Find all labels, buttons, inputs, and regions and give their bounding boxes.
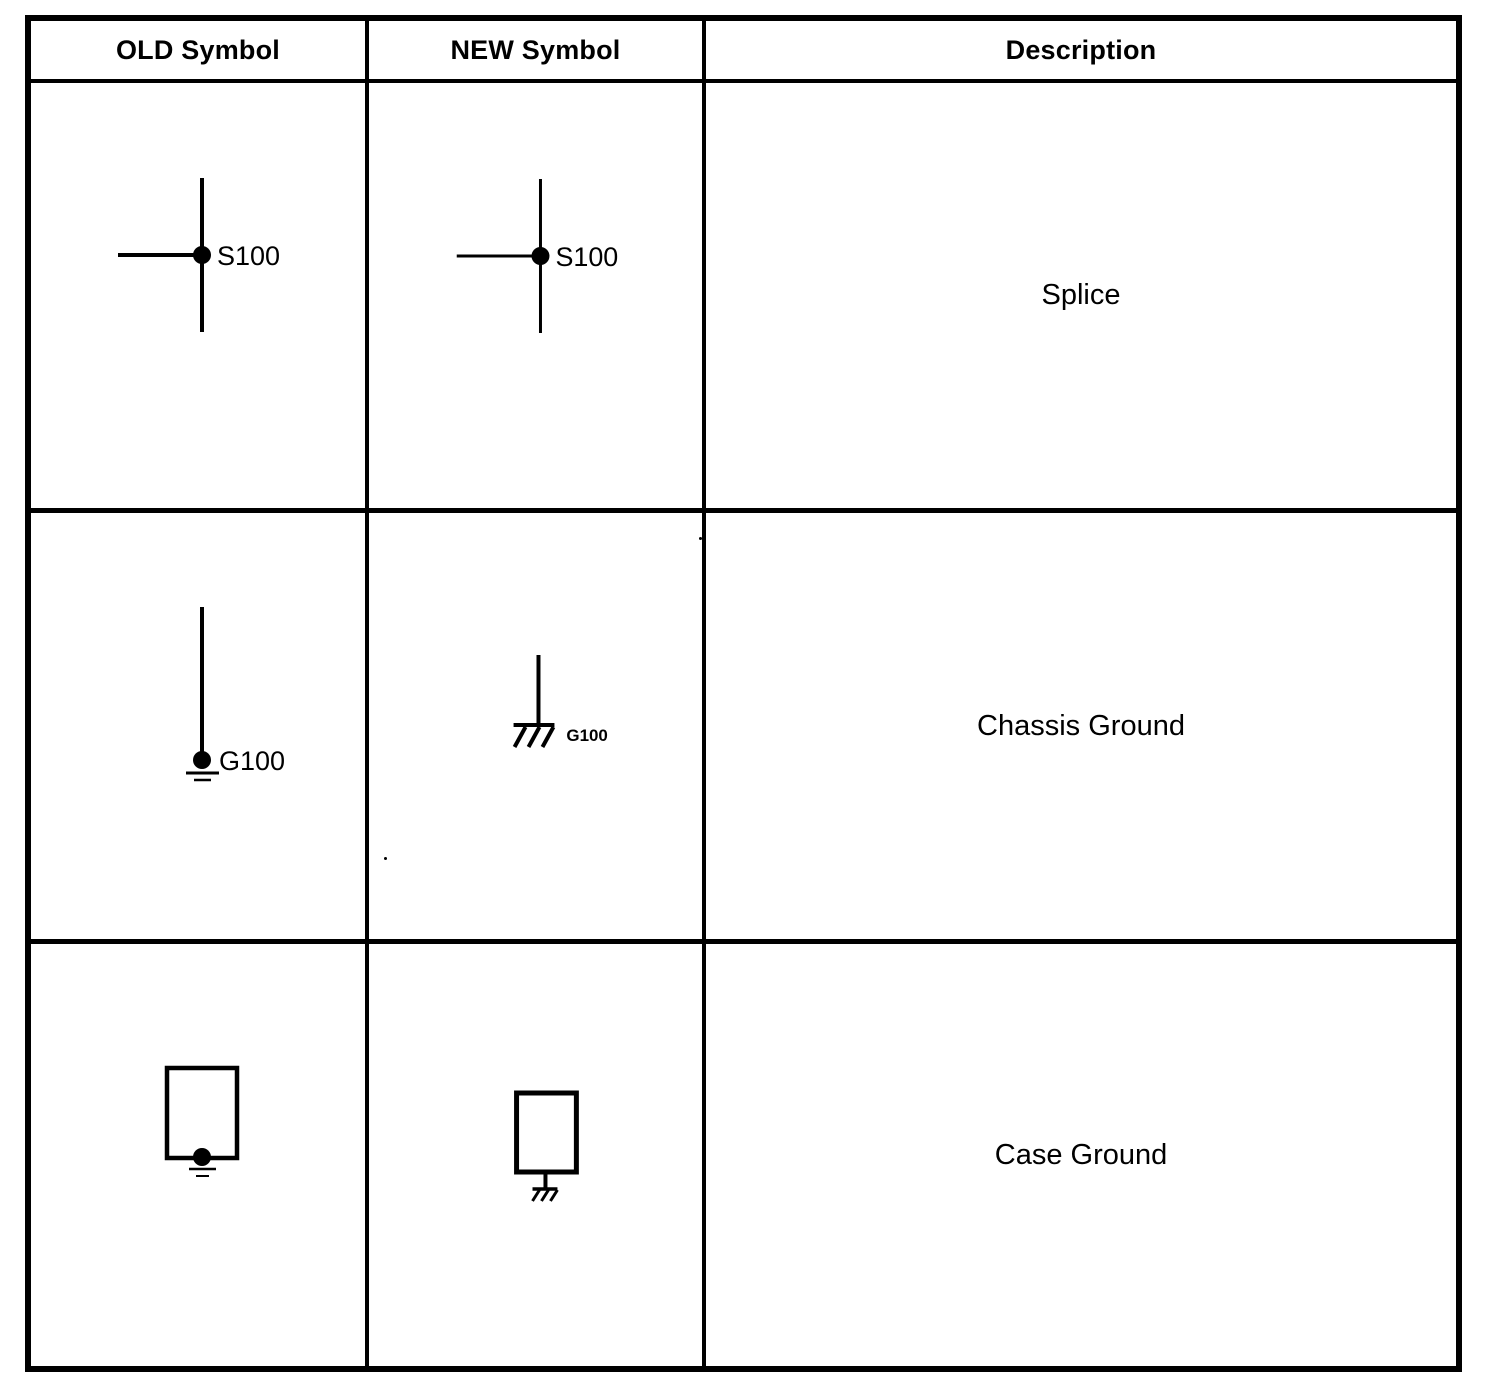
cell-new-splice: S100 (369, 83, 706, 513)
chassis-ground-hatch-3 (549, 1189, 559, 1202)
header-old-symbol-label: OLD Symbol (115, 34, 280, 65)
new-chassis-ground-symbol: G100 (512, 655, 608, 748)
cell-description-chassis-ground: Chassis Ground (706, 513, 1456, 944)
cell-new-case-ground (369, 944, 706, 1366)
old-chassis-ground-symbol: G100 (186, 607, 285, 782)
symbol-legend-table: OLD Symbol NEW Symbol Description S100 S… (25, 15, 1462, 1372)
splice-new-label: S100 (555, 242, 618, 272)
new-case-ground-symbol (514, 1090, 579, 1202)
header-description-label: Description (1005, 34, 1157, 65)
cell-new-chassis-ground: G100 (369, 513, 706, 944)
splice-old-label: S100 (217, 241, 280, 271)
chassis-ground-hatch-1 (512, 726, 528, 748)
chassis-ground-new-label: G100 (566, 726, 607, 745)
ground-dot (193, 751, 211, 769)
header-description: Description (706, 21, 1456, 83)
chassis-ground-hatch-3 (540, 726, 556, 748)
chassis-ground-hatch-1 (531, 1189, 541, 1202)
ink-speck (699, 537, 702, 540)
case-box (164, 1065, 240, 1161)
description-case-ground: Case Ground (994, 1138, 1168, 1171)
header-new-symbol: NEW Symbol (369, 21, 706, 83)
cell-old-case-ground (31, 944, 369, 1366)
new-splice-symbol: S100 (456, 179, 618, 333)
cell-description-case-ground: Case Ground (706, 944, 1456, 1366)
cell-old-chassis-ground: G100 (31, 513, 369, 944)
splice-dot (193, 246, 211, 264)
description-splice: Splice (1041, 279, 1121, 311)
ink-speck (384, 857, 387, 860)
chassis-ground-hatch-2 (526, 726, 542, 748)
header-old-symbol: OLD Symbol (31, 21, 369, 83)
cell-description-splice: Splice (706, 83, 1456, 513)
old-splice-symbol: S100 (118, 178, 280, 332)
old-case-ground-symbol (164, 1065, 240, 1177)
chassis-ground-hatch-2 (540, 1189, 550, 1202)
ground-dot (193, 1148, 211, 1166)
cell-old-splice: S100 (31, 83, 369, 513)
header-new-symbol-label: NEW Symbol (450, 34, 621, 65)
chassis-ground-old-label: G100 (219, 746, 285, 776)
splice-dot (531, 247, 550, 265)
description-chassis-ground: Chassis Ground (977, 709, 1185, 742)
case-box (514, 1090, 579, 1175)
